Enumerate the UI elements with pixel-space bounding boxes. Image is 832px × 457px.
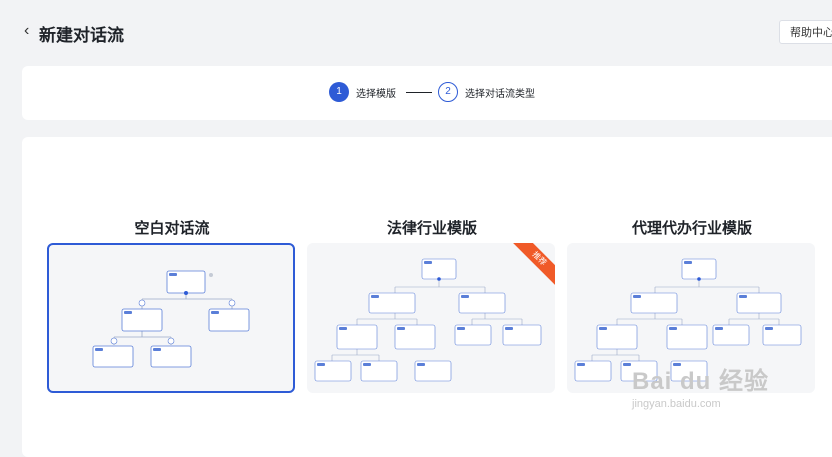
chevron-left-icon[interactable]: ‹ bbox=[24, 22, 30, 39]
watermark-url: jingyan.baidu.com bbox=[632, 398, 721, 410]
template-title-blank: 空白对话流 bbox=[134, 220, 210, 237]
template-title-legal: 法律行业模版 bbox=[386, 220, 477, 237]
step-1-number: 1 bbox=[329, 82, 349, 102]
template-card-legal[interactable]: 推荐 bbox=[307, 243, 555, 393]
help-center-button[interactable]: 帮助中心 bbox=[779, 20, 832, 44]
step-connector bbox=[406, 92, 432, 93]
template-title-agency: 代理代办行业模版 bbox=[631, 220, 752, 237]
step-1: 1 选择模版 bbox=[329, 82, 396, 102]
top-bar: ‹ 新建对话流 帮助中心 bbox=[0, 0, 832, 64]
template-card-blank[interactable] bbox=[47, 243, 295, 393]
step-2-label: 选择对话流类型 bbox=[465, 88, 535, 100]
step-2: 2 选择对话流类型 bbox=[438, 82, 535, 102]
steps-card: 1 选择模版 2 选择对话流类型 bbox=[22, 66, 832, 120]
template-card-agency[interactable] bbox=[567, 243, 815, 393]
legal-flow-preview bbox=[314, 258, 542, 382]
watermark: Bai du 经验 jingyan.baidu.com bbox=[632, 361, 769, 410]
step-2-number: 2 bbox=[438, 82, 458, 102]
page-title: 新建对话流 bbox=[39, 26, 124, 45]
watermark-logo: Bai du 经验 bbox=[632, 368, 770, 395]
step-1-label: 选择模版 bbox=[356, 88, 396, 100]
blank-flow-preview bbox=[92, 270, 250, 368]
agency-flow-preview bbox=[574, 258, 802, 382]
